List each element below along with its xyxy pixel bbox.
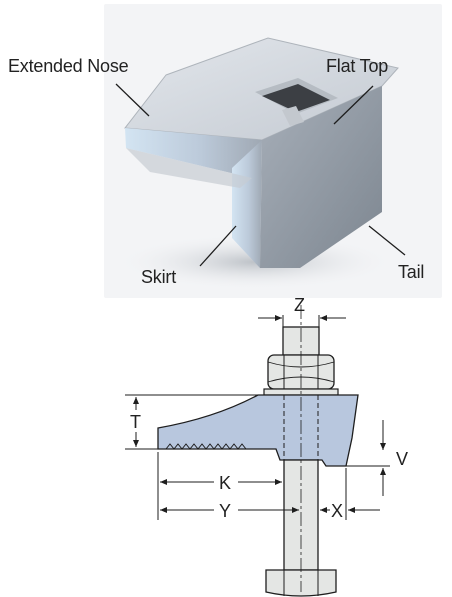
leader-skirt bbox=[199, 225, 237, 267]
photo-leaders bbox=[115, 83, 406, 267]
dim-x-label: X bbox=[331, 501, 343, 521]
label-tail: Tail bbox=[398, 262, 425, 282]
clamp-hole bbox=[262, 84, 330, 112]
dim-y: Y bbox=[160, 501, 299, 521]
dim-v: V bbox=[346, 420, 408, 496]
clamp-teeth bbox=[165, 443, 247, 450]
clamp-profile bbox=[157, 394, 359, 467]
dim-x: X bbox=[317, 468, 380, 521]
clamp-nose-face bbox=[125, 128, 262, 178]
clamp-hole-slot bbox=[282, 106, 304, 126]
dim-v-label: V bbox=[396, 449, 408, 469]
dim-k: K bbox=[157, 452, 282, 520]
dim-k-label: K bbox=[219, 473, 231, 493]
dim-y-label: Y bbox=[219, 501, 231, 521]
dimension-drawing: Z T V K Y bbox=[125, 297, 408, 597]
label-skirt: Skirt bbox=[141, 267, 177, 287]
dim-z: Z bbox=[258, 297, 346, 327]
clamp-photo bbox=[115, 37, 399, 290]
clamp-skirt-face bbox=[232, 140, 262, 268]
clamp-underside bbox=[126, 148, 252, 188]
leader-extended-nose bbox=[115, 83, 150, 117]
leader-tail bbox=[368, 225, 406, 256]
dim-t-label: T bbox=[130, 412, 141, 432]
label-flat-top: Flat Top bbox=[326, 56, 389, 76]
dim-z-label: Z bbox=[294, 297, 305, 315]
label-extended-nose: Extended Nose bbox=[8, 56, 129, 76]
clamp-tail-front bbox=[260, 86, 382, 268]
dim-t: T bbox=[125, 394, 262, 450]
leader-flat-top bbox=[333, 85, 374, 125]
